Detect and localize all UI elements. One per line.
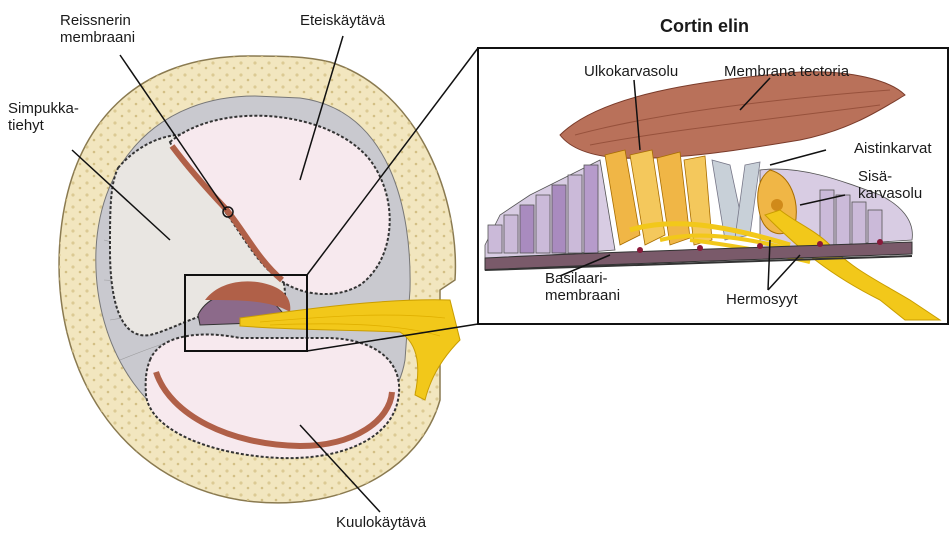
label-eteiskaytava: Eteiskäytävä — [300, 12, 385, 29]
cochlea-cross-section — [59, 48, 478, 503]
label-simpukkatiehyt: Simpukka- tiehyt — [8, 100, 79, 134]
label-sisakarvasolu: Sisä- karvasolu — [858, 168, 922, 202]
label-reissner-line1: Reissnerin — [60, 12, 135, 29]
label-sisakarva-line1: Sisä- — [858, 168, 922, 185]
outer-hair-cells — [605, 150, 712, 245]
label-ulkokarvasolu: Ulkokarvasolu — [584, 63, 678, 80]
inset-title: Cortin elin — [660, 16, 749, 37]
label-basilaari-line1: Basilaari- — [545, 270, 620, 287]
label-kuulokaytava: Kuulokäytävä — [336, 514, 426, 531]
label-aistinkarvat: Aistinkarvat — [854, 140, 932, 157]
label-basilaarimembraani: Basilaari- membraani — [545, 270, 620, 304]
label-hermosyyt: Hermosyyt — [726, 291, 798, 308]
label-sisakarva-line2: karvasolu — [858, 185, 922, 202]
label-reissner-line2: membraani — [60, 29, 135, 46]
label-simpukka-line2: tiehyt — [8, 117, 79, 134]
label-reissner: Reissnerin membraani — [60, 12, 135, 46]
label-simpukka-line1: Simpukka- — [8, 100, 79, 117]
label-basilaari-line2: membraani — [545, 287, 620, 304]
label-membrana-tectoria: Membrana tectoria — [724, 63, 849, 80]
